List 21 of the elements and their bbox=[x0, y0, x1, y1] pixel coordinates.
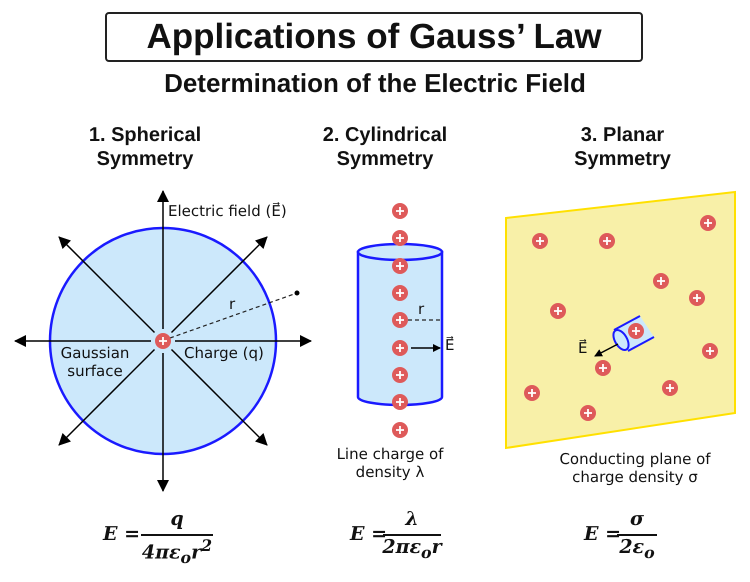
formula-text: E = bbox=[103, 523, 140, 546]
surface-label: Gaussian surface bbox=[60, 344, 130, 380]
formula-numerator: σ bbox=[628, 508, 645, 531]
radius-label: r bbox=[229, 295, 236, 313]
section-heading: 3. Planar Symmetry bbox=[573, 123, 672, 171]
radius-label: r bbox=[418, 300, 424, 318]
title-banner: Applications of Gauss’ Law bbox=[105, 12, 643, 62]
charge-label: Charge (q) bbox=[184, 344, 264, 362]
section-heading: 1. Spherical Symmetry bbox=[88, 123, 202, 171]
caption-text: Conducting plane of charge density σ bbox=[558, 450, 712, 486]
field-label: E⃗ bbox=[445, 336, 454, 354]
field-label: Electric field (E⃗) bbox=[168, 202, 287, 220]
formula-denominator: 2ε$_{o}$ bbox=[619, 536, 656, 562]
formula-denominator: 4πε$_{o}$r$^{2}$ bbox=[140, 536, 214, 568]
formula-text: E = bbox=[584, 523, 622, 545]
formula-numerator: λ bbox=[404, 508, 420, 531]
caption-text: Line charge of density λ bbox=[336, 445, 445, 481]
section-heading: 2. Cylindrical Symmetry bbox=[322, 123, 448, 171]
field-label: E⃗ bbox=[578, 339, 588, 357]
subtitle: Determination of the Electric Field bbox=[163, 68, 587, 100]
formula-numerator: q bbox=[169, 508, 185, 531]
